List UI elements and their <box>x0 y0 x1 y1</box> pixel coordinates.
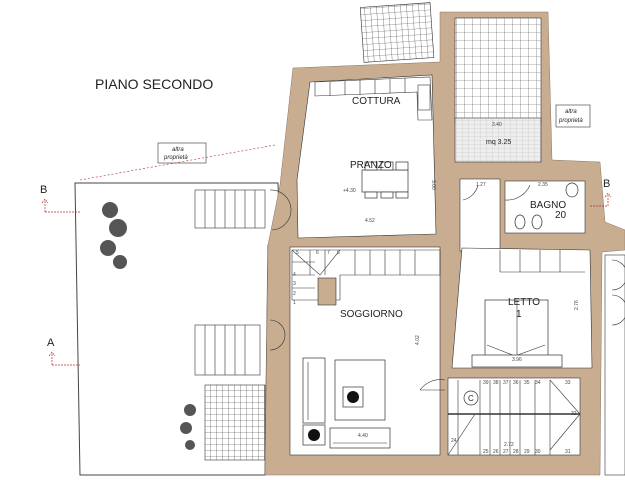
room-label-pranzo: PRANZO <box>350 160 392 171</box>
doors <box>269 184 625 391</box>
section-marker-b-left: B <box>40 184 80 213</box>
svg-text:28: 28 <box>513 449 519 455</box>
svg-text:8: 8 <box>337 250 340 256</box>
svg-text:30: 30 <box>535 449 541 455</box>
stair-symbol-label: C <box>468 394 474 403</box>
other-property-label: proprietà <box>163 155 188 161</box>
sofa-bottom <box>329 427 391 449</box>
room-hallway <box>459 178 501 252</box>
room-label-letto-number: 1 <box>516 309 522 320</box>
dimension: 3.00 <box>430 180 436 190</box>
svg-text:B: B <box>40 184 47 196</box>
svg-text:5: 5 <box>296 250 299 256</box>
other-property-label: proprietà <box>558 118 583 124</box>
section-marker-a: A <box>47 337 80 366</box>
bed <box>471 299 563 368</box>
plants <box>100 202 196 450</box>
svg-text:26: 26 <box>493 449 499 455</box>
bathroom-fixtures <box>514 182 579 230</box>
kitchen-counter <box>314 76 433 121</box>
dimension: 3.96 <box>512 357 522 363</box>
room-balcony-floor <box>454 117 542 163</box>
dimension: 4.40 <box>358 433 368 439</box>
dimension: 1.27 <box>476 182 486 188</box>
svg-text:32: 32 <box>571 411 577 417</box>
dimension: 2.35 <box>538 182 548 188</box>
svg-text:34: 34 <box>535 380 541 386</box>
svg-text:1: 1 <box>293 300 296 306</box>
other-property-label: altra <box>565 109 577 115</box>
svg-text:36: 36 <box>513 380 519 386</box>
plant-icon <box>308 429 320 441</box>
stair-symbol <box>463 390 479 406</box>
room-balcony-tiles <box>454 17 542 124</box>
room-label-letto: LETTO <box>508 297 540 308</box>
section-marker-b-right: B <box>590 178 612 207</box>
internal-stairs <box>291 249 441 306</box>
svg-text:37: 37 <box>503 380 509 386</box>
room-stairwell <box>447 377 581 456</box>
svg-text:39: 39 <box>483 380 489 386</box>
svg-text:38: 38 <box>493 380 499 386</box>
dining-table <box>361 161 409 199</box>
right-strip <box>604 254 625 476</box>
room-label-cottura: COTTURA <box>352 96 401 107</box>
plant-icon <box>347 391 359 403</box>
room-label-bagno-number: 20 <box>555 210 567 221</box>
plan-title: PIANO SECONDO <box>95 76 213 92</box>
dimension: 2.72 <box>504 442 514 448</box>
terrace-steps <box>194 189 266 376</box>
room-label-soggiorno: SOGGIORNO <box>340 309 403 320</box>
svg-text:B: B <box>603 178 610 190</box>
svg-text:29: 29 <box>524 449 530 455</box>
room-soggiorno <box>289 246 441 456</box>
dimension: 4.52 <box>365 218 375 224</box>
sofa-left <box>302 357 326 424</box>
roof-tiles-left <box>204 384 266 461</box>
svg-text:24: 24 <box>451 438 457 444</box>
svg-text:25: 25 <box>483 449 489 455</box>
svg-text:7: 7 <box>327 250 330 256</box>
dimension: 3.40 <box>492 122 502 128</box>
stair-numbers: 39 38 37 36 35 34 33 25 26 27 28 29 30 3… <box>293 250 577 455</box>
svg-text:A: A <box>47 337 55 349</box>
svg-text:27: 27 <box>503 449 509 455</box>
dimension: 4.02 <box>415 335 421 345</box>
svg-text:3: 3 <box>293 281 296 287</box>
wardrobe <box>499 250 585 273</box>
svg-text:6: 6 <box>316 250 319 256</box>
other-property-label: altra <box>172 147 184 153</box>
dimension: 2.76 <box>574 300 580 310</box>
room-label-bagno: BAGNO <box>530 200 566 211</box>
svg-text:4: 4 <box>293 272 296 278</box>
svg-text:33: 33 <box>565 380 571 386</box>
area-label: mq 3.25 <box>486 139 511 146</box>
svg-text:2: 2 <box>293 291 296 297</box>
svg-text:35: 35 <box>524 380 530 386</box>
elevation-label: +4.30 <box>343 188 356 194</box>
roof-tiles-top <box>359 2 435 63</box>
svg-text:31: 31 <box>565 449 571 455</box>
main-staircase <box>447 379 581 456</box>
